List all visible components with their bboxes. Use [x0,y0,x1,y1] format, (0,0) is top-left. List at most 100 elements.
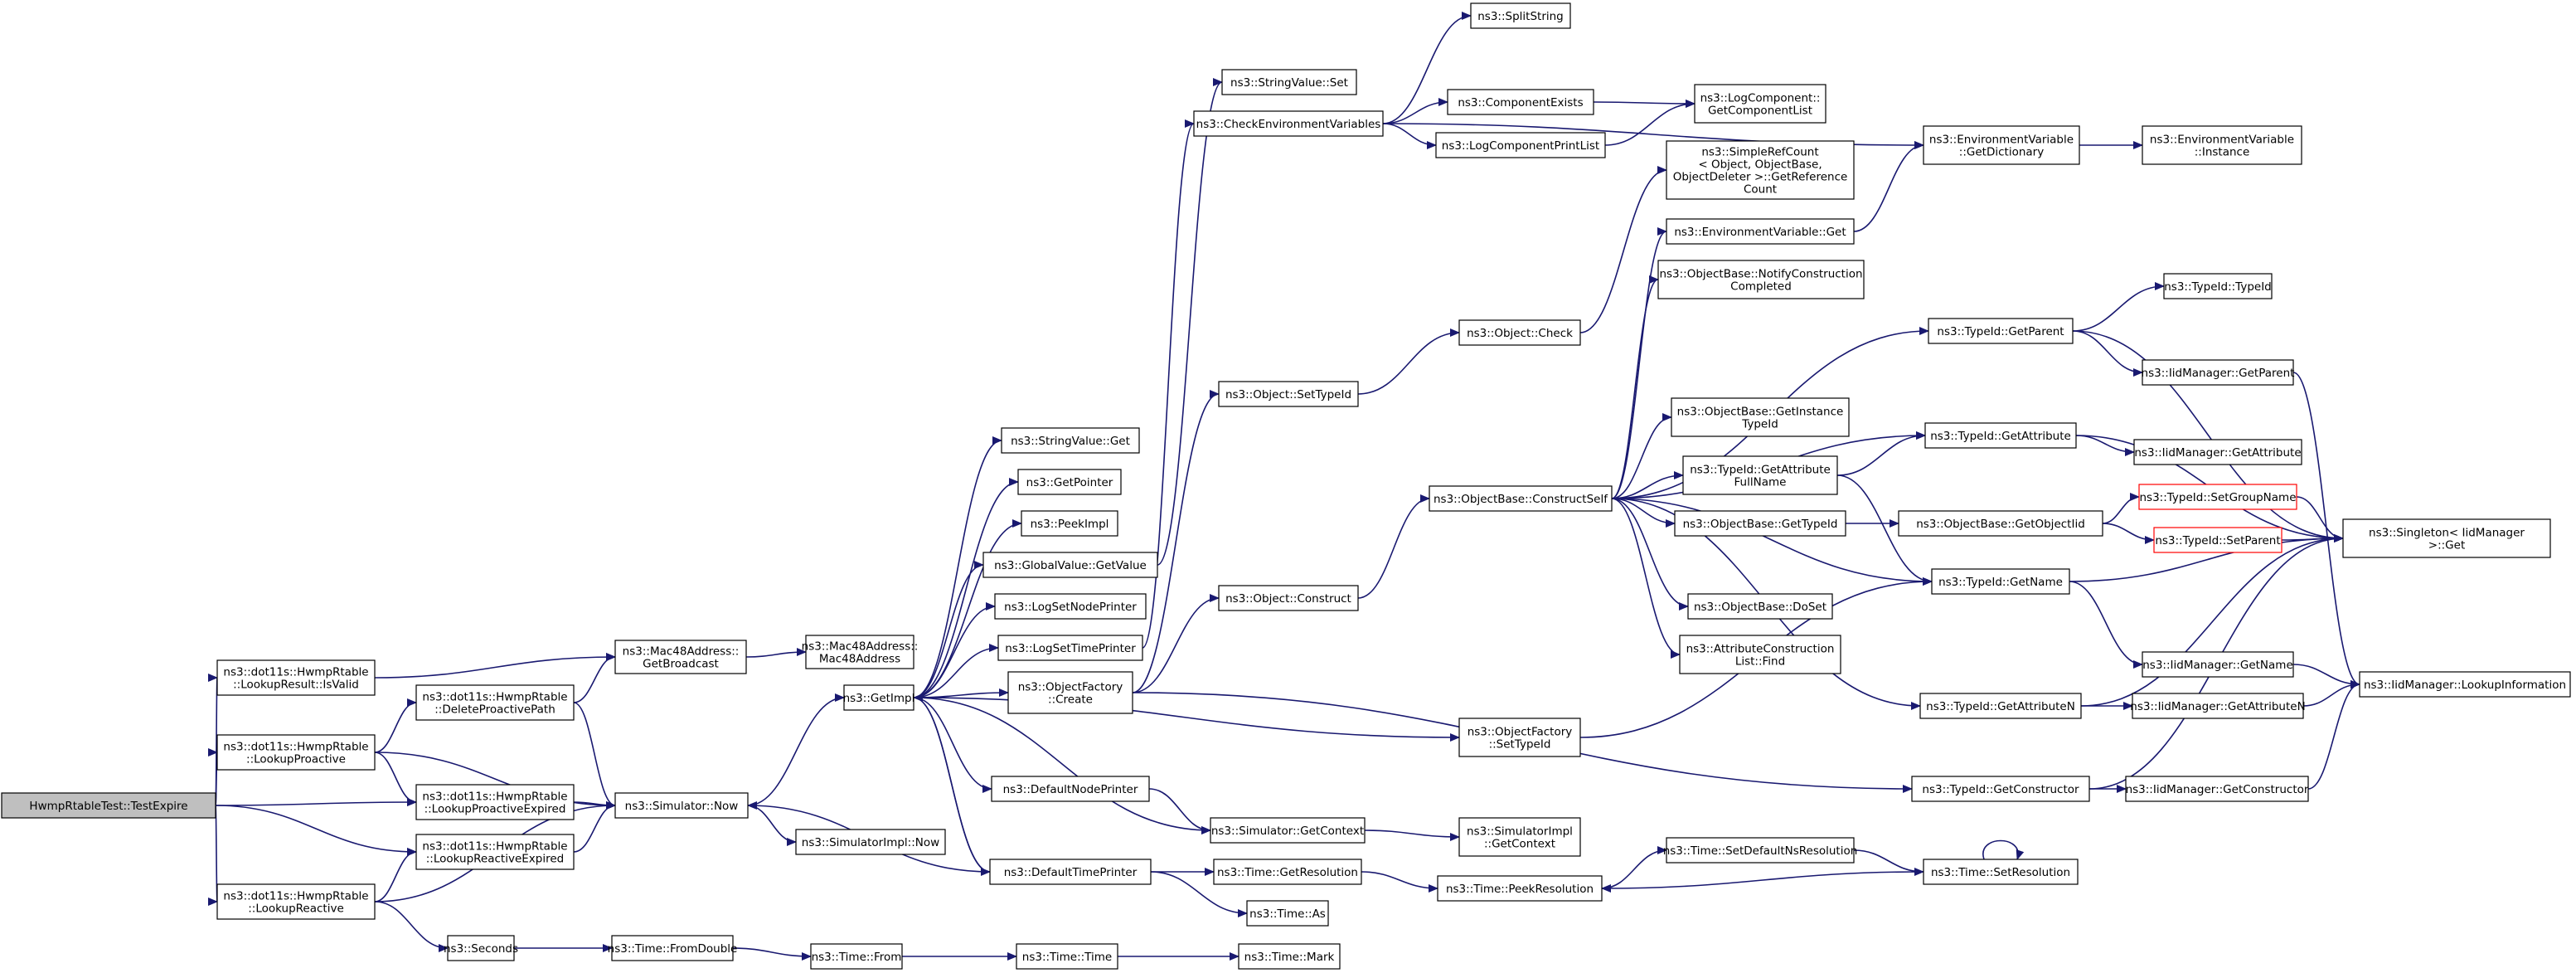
node-ns3-simulatorimpl-now[interactable]: ns3::SimulatorImpl::Now [795,829,946,855]
node-ns3-objectfactory-create[interactable]: ns3::ObjectFactory::Create [1007,671,1133,714]
edge-n43-to-n51 [1853,141,1924,232]
node-ns3-typeid-typeid[interactable]: ns3::TypeId::TypeId [2163,273,2273,299]
node-box [1898,510,2103,537]
node-ns3-typeid-getparent[interactable]: ns3::TypeId::GetParent [1928,318,2074,344]
node-ns3-getpointer[interactable]: ns3::GetPointer [1017,469,1122,495]
node-box [991,776,1150,802]
node-hwmprtabletest-testexpire[interactable]: HwmpRtableTest::TestExpire [1,792,216,819]
node-ns3-dot11s-hwmprtable-lookupproactiveexpired[interactable]: ns3::dot11s::HwmpRtable::LookupProactive… [415,784,575,820]
node-ns3-stringvalue-get[interactable]: ns3::StringValue::Get [1001,427,1140,454]
node-ns3-dot11s-hwmprtable-lookupresult-isvalid[interactable]: ns3::dot11s::HwmpRtable::LookupResult::I… [216,659,376,696]
node-ns3-object-settypeid[interactable]: ns3::Object::SetTypeId [1218,381,1359,407]
node-ns3-objectbase-getobjectiid[interactable]: ns3::ObjectBase::GetObjectIid [1898,510,2103,537]
node-ns3-logsettimeprinter[interactable]: ns3::LogSetTimePrinter [997,635,1143,661]
edge-arrow [2072,282,2165,332]
node-ns3-simulator-getcontext[interactable]: ns3::Simulator::GetContext [1210,817,1366,844]
node-ns3-mac48address-getbroadcast[interactable]: ns3::Mac48Address::GetBroadcast [614,640,747,674]
node-ns3-checkenvironmentvariables[interactable]: ns3::CheckEnvironmentVariables [1193,110,1384,137]
node-ns3-time-from[interactable]: ns3::Time::From [810,943,903,970]
node-ns3-peekimpl[interactable]: ns3::PeekImpl [1021,510,1118,537]
node-ns3-logcomponentprintlist[interactable]: ns3::LogComponentPrintList [1435,132,1606,158]
node-ns3-seconds[interactable]: ns3::Seconds [444,935,518,961]
node-box [216,659,376,696]
node-ns3-logsetnodeprinter[interactable]: ns3::LogSetNodePrinter [994,593,1147,620]
node-ns3-object-check[interactable]: ns3::Object::Check [1458,319,1581,346]
node-ns3-getimpl[interactable]: ns3::GetImpl [843,684,915,711]
node-ns3-objectbase-gettypeid[interactable]: ns3::ObjectBase::GetTypeId [1674,510,1846,537]
node-label: ns3::DefaultNodePrinter [1003,783,1138,796]
node-label: ns3::CheckEnvironmentVariables [1196,118,1381,131]
node-ns3-iidmanager-getattribute[interactable]: ns3::IidManager::GetAttribute [2133,439,2302,465]
node-ns3-time-setresolution[interactable]: ns3::Time::SetResolution [1923,859,2079,885]
node-ns3-dot11s-hwmprtable-lookupreactive[interactable]: ns3::dot11s::HwmpRtable::LookupReactive [216,883,376,920]
node-ns3-iidmanager-getname[interactable]: ns3::IidManager::GetName [2142,651,2294,678]
node-ns3-defaultnodeprinter[interactable]: ns3::DefaultNodePrinter [991,776,1150,802]
node-ns3-defaulttimeprinter[interactable]: ns3::DefaultTimePrinter [989,859,1152,885]
edge-arrow [747,693,845,806]
node-ns3-iidmanager-getparent[interactable]: ns3::IidManager::GetParent [2142,359,2295,386]
edge-arrow [2072,330,2344,542]
node-box [1924,422,2077,449]
node-ns3-time-fromdouble[interactable]: ns3::Time::FromDouble [608,935,738,961]
node-label: ns3::Singleton< IidManager [2369,527,2525,540]
node-label: ns3::Simulator::Now [625,800,739,813]
node-ns3-stringvalue-set[interactable]: ns3::StringValue::Set [1221,69,1357,95]
node-ns3-time-mark[interactable]: ns3::Time::Mark [1238,943,1341,970]
node-ns3-environmentvariable-get[interactable]: ns3::EnvironmentVariable::Get [1666,218,1855,245]
edge-n54-to-n64 [2102,523,2155,544]
node-ns3-environmentvariable-getdictionary[interactable]: ns3::EnvironmentVariable::GetDictionary [1923,125,2080,165]
node-label: ns3::ObjectBase::NotifyConstruction [1659,268,1862,281]
node-ns3-dot11s-hwmprtable-lookupproactive[interactable]: ns3::dot11s::HwmpRtable::LookupProactive [216,734,376,771]
node-ns3-time-setdefaultnsresolution[interactable]: ns3::Time::SetDefaultNsResolution [1663,837,1858,864]
node-ns3-time-time[interactable]: ns3::Time::Time [1016,943,1118,970]
node-ns3-splitstring[interactable]: ns3::SplitString [1470,2,1571,29]
node-label: ns3::dot11s::HwmpRtable [223,741,368,754]
node-box [415,784,575,820]
node-ns3-logcomponent-getcomponentlist[interactable]: ns3::LogComponent::GetComponentList [1694,84,1826,124]
node-box [1911,776,2090,802]
node-ns3-time-getresolution[interactable]: ns3::Time::GetResolution [1213,859,1362,885]
node-label: ns3::Time::Time [1022,951,1112,964]
node-ns3-typeid-getattributen[interactable]: ns3::TypeId::GetAttributeN [1919,693,2082,719]
node-ns3-componentexists[interactable]: ns3::ComponentExists [1447,89,1594,115]
node-ns3-typeid-setgroupname[interactable]: ns3::TypeId::SetGroupName [2138,484,2297,510]
node-ns3-iidmanager-getattributen[interactable]: ns3::IidManager::GetAttributeN [2130,693,2306,719]
edge-n6-to-n9 [573,702,616,810]
node-ns3-iidmanager-lookupinformation[interactable]: ns3::IidManager::LookupInformation [2359,671,2571,698]
edge-n23-to-n28 [1132,390,1220,693]
node-ns3-typeid-getname[interactable]: ns3::TypeId::GetName [1931,568,2070,595]
node-ns3-singleton-iidmanager-get[interactable]: ns3::Singleton< IidManager >::Get [2342,518,2551,558]
node-ns3-simulator-now[interactable]: ns3::Simulator::Now [614,792,749,819]
node-ns3-typeid-getattribute[interactable]: ns3::TypeId::GetAttribute [1924,422,2077,449]
edge-n36-to-n42 [1579,166,1667,333]
node-ns3-object-construct[interactable]: ns3::Object::Construct [1218,585,1359,611]
node-ns3-dot11s-hwmprtable-deleteproactivepath[interactable]: ns3::dot11s::HwmpRtable::DeleteProactive… [415,684,575,721]
node-ns3-environmentvariable-instance[interactable]: ns3::EnvironmentVariable::Instance [2142,125,2302,165]
node-box [1210,817,1366,844]
node-ns3-dot11s-hwmprtable-lookupreactiveexpired[interactable]: ns3::dot11s::HwmpRtable::LookupReactiveE… [415,834,575,870]
node-label: GetComponentList [1708,105,1812,118]
node-ns3-simulatorimpl-getcontext[interactable]: ns3::SimulatorImpl::GetContext [1458,817,1581,857]
node-ns3-objectbase-constructself[interactable]: ns3::ObjectBase::ConstructSelf [1429,485,1613,512]
edge-arrow [1157,78,1223,566]
node-label: ::GetDictionary [1959,146,2044,159]
node-ns3-typeid-getconstructor[interactable]: ns3::TypeId::GetConstructor [1911,776,2090,802]
node-ns3-iidmanager-getconstructor[interactable]: ns3::IidManager::GetConstructor [2125,776,2309,802]
edge-n37-to-n55 [1611,498,1933,586]
node-ns3-objectfactory-settypeid[interactable]: ns3::ObjectFactory::SetTypeId [1458,718,1581,757]
node-ns3-globalvalue-getvalue[interactable]: ns3::GlobalValue::GetValue [982,552,1158,578]
node-ns3-objectbase-notifyconstruction-completed[interactable]: ns3::ObjectBase::NotifyConstructionCompl… [1657,260,1865,299]
node-ns3-simplerefcount-object-objectbase-objectdeleter-getreference-count[interactable]: ns3::SimpleRefCount< Object, ObjectBase,… [1666,140,1855,200]
node-box [1458,817,1581,857]
node-box [1458,718,1581,757]
edge-arrow [1357,328,1460,395]
node-box [1001,427,1140,454]
node-ns3-time-peekresolution[interactable]: ns3::Time::PeekResolution [1437,875,1603,902]
node-ns3-objectbase-doset[interactable]: ns3::ObjectBase::DoSet [1687,593,1833,620]
node-ns3-typeid-setparent[interactable]: ns3::TypeId::SetParent [2153,527,2283,553]
node-ns3-time-as[interactable]: ns3::Time::As [1246,900,1329,927]
node-ns3-mac48address-mac48address[interactable]: ns3::Mac48Address::Mac48Address [802,635,919,669]
